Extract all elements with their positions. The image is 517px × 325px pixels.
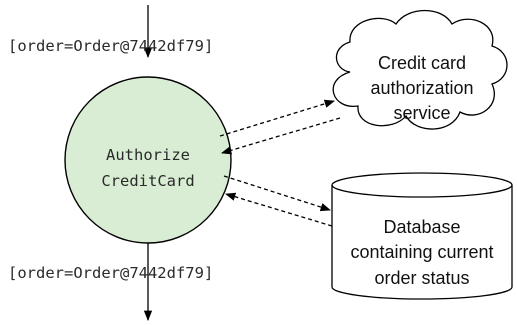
activity-label-line-1: Authorize xyxy=(106,146,190,164)
query-to-database-arrow xyxy=(223,175,331,212)
result-from-database-arrow xyxy=(225,192,333,227)
database-label-line-3: order status xyxy=(374,268,469,288)
request-to-service-arrow xyxy=(219,99,335,137)
database-top xyxy=(331,172,513,198)
cloud-label-line-1: Credit card xyxy=(378,53,466,73)
cloud-shape xyxy=(332,10,508,130)
database-body xyxy=(331,185,513,300)
cloud-label-line-3: service xyxy=(393,103,450,123)
output-order-label: [order=Order@7442df79] xyxy=(8,264,213,282)
database-label-line-2: containing current xyxy=(350,242,493,262)
input-order-label: [order=Order@7442df79] xyxy=(8,37,213,55)
response-from-service-arrow xyxy=(221,117,341,155)
database-label-line-1: Database xyxy=(383,217,460,237)
activity-label-line-2: CreditCard xyxy=(101,172,194,190)
cloud-label-line-2: authorization xyxy=(370,78,473,98)
database-cylinder xyxy=(331,172,513,300)
